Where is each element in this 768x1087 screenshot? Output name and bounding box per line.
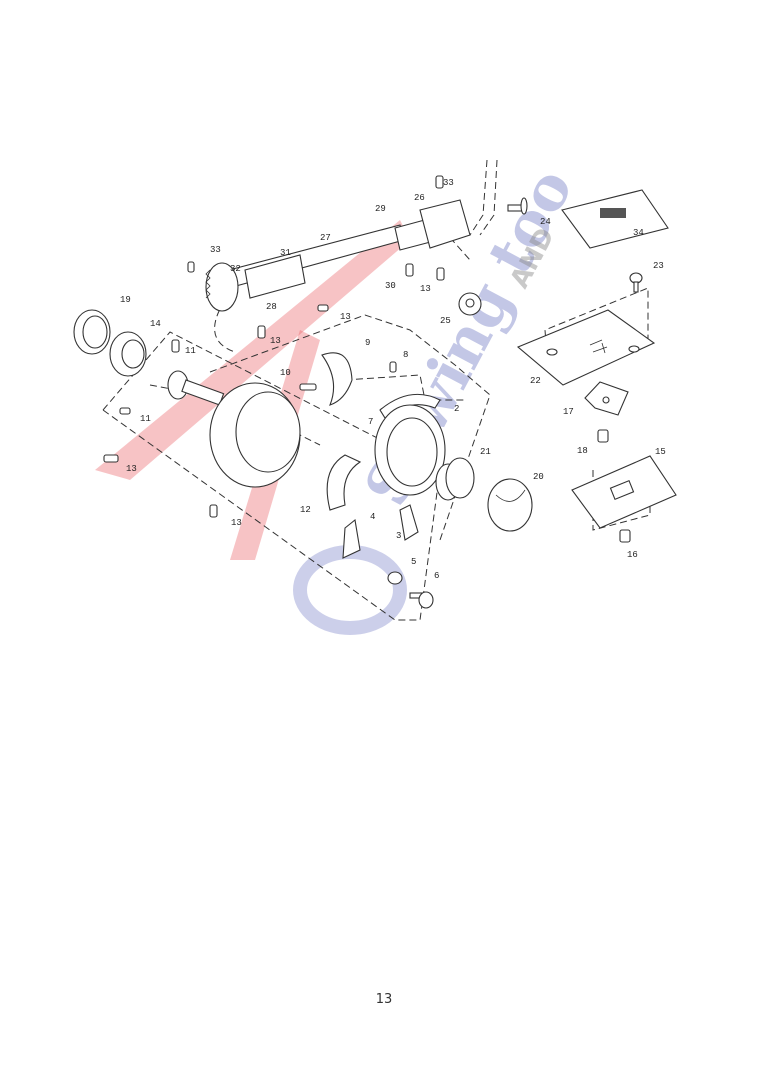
callout-12: 12	[300, 505, 311, 515]
bobbin-case-20	[487, 478, 533, 532]
callout-33: 33	[210, 245, 221, 255]
callout-8: 8	[403, 350, 408, 360]
set-screw-33b	[187, 261, 195, 273]
plate-15	[571, 455, 677, 529]
callout-32: 32	[230, 264, 241, 274]
callout-31: 31	[280, 248, 291, 258]
callout-13: 13	[270, 336, 281, 346]
callout-14: 14	[150, 319, 161, 329]
callout-13: 13	[340, 312, 351, 322]
callout-9: 9	[365, 338, 370, 348]
callout-2: 2	[454, 404, 459, 414]
callout-10: 10	[280, 368, 291, 378]
hook-shaft	[205, 199, 471, 312]
bracket-17	[584, 381, 629, 416]
screw-18	[597, 429, 609, 443]
callout-labels: 33 26 29 27 24 34 33 31 32 23 30 13 25 2…	[120, 178, 666, 581]
callout-11: 11	[185, 346, 196, 356]
callout-33: 33	[443, 178, 454, 188]
callout-21: 21	[480, 447, 491, 457]
callout-3: 3	[396, 531, 401, 541]
callout-17: 17	[563, 407, 574, 417]
callout-24: 24	[540, 217, 551, 227]
callout-4: 4	[370, 512, 375, 522]
ring-19	[73, 309, 111, 355]
callout-18: 18	[577, 446, 588, 456]
callout-7: 7	[368, 417, 373, 427]
slide-plate-34	[561, 189, 669, 249]
callout-11: 11	[140, 414, 151, 424]
bushing-25	[458, 292, 482, 316]
screw-23	[629, 272, 643, 293]
screw-8	[389, 361, 397, 373]
part-4	[342, 518, 361, 559]
screw-6	[409, 591, 434, 609]
callout-30: 30	[385, 281, 396, 291]
screw-10	[299, 383, 317, 391]
part-3	[399, 504, 419, 541]
callout-13: 13	[231, 518, 242, 528]
screw-16	[619, 529, 631, 543]
set-screw-33	[435, 175, 444, 189]
callout-15: 15	[655, 447, 666, 457]
callout-23: 23	[653, 261, 664, 271]
bearing-14	[109, 331, 147, 377]
part-12	[326, 454, 362, 511]
screw-24	[507, 197, 528, 215]
part-9	[321, 352, 353, 406]
callout-5: 5	[411, 557, 416, 567]
callout-16: 16	[627, 550, 638, 560]
gear-shaft	[167, 370, 225, 406]
spring-5	[387, 571, 403, 585]
needle-plate-22	[516, 309, 656, 386]
hook-ring-2	[374, 404, 446, 496]
callout-34: 34	[633, 228, 644, 238]
rotating-hook-body	[209, 382, 301, 488]
callout-19: 19	[120, 295, 131, 305]
callout-27: 27	[320, 233, 331, 243]
page-number: 13	[375, 992, 393, 1007]
callout-6: 6	[434, 571, 439, 581]
callout-20: 20	[533, 472, 544, 482]
callout-26: 26	[414, 193, 425, 203]
callout-29: 29	[375, 204, 386, 214]
callout-13: 13	[420, 284, 431, 294]
bobbin-21	[435, 457, 475, 501]
callout-13: 13	[126, 464, 137, 474]
parts	[73, 175, 677, 609]
callout-25: 25	[440, 316, 451, 326]
callout-28: 28	[266, 302, 277, 312]
callout-22: 22	[530, 376, 541, 386]
